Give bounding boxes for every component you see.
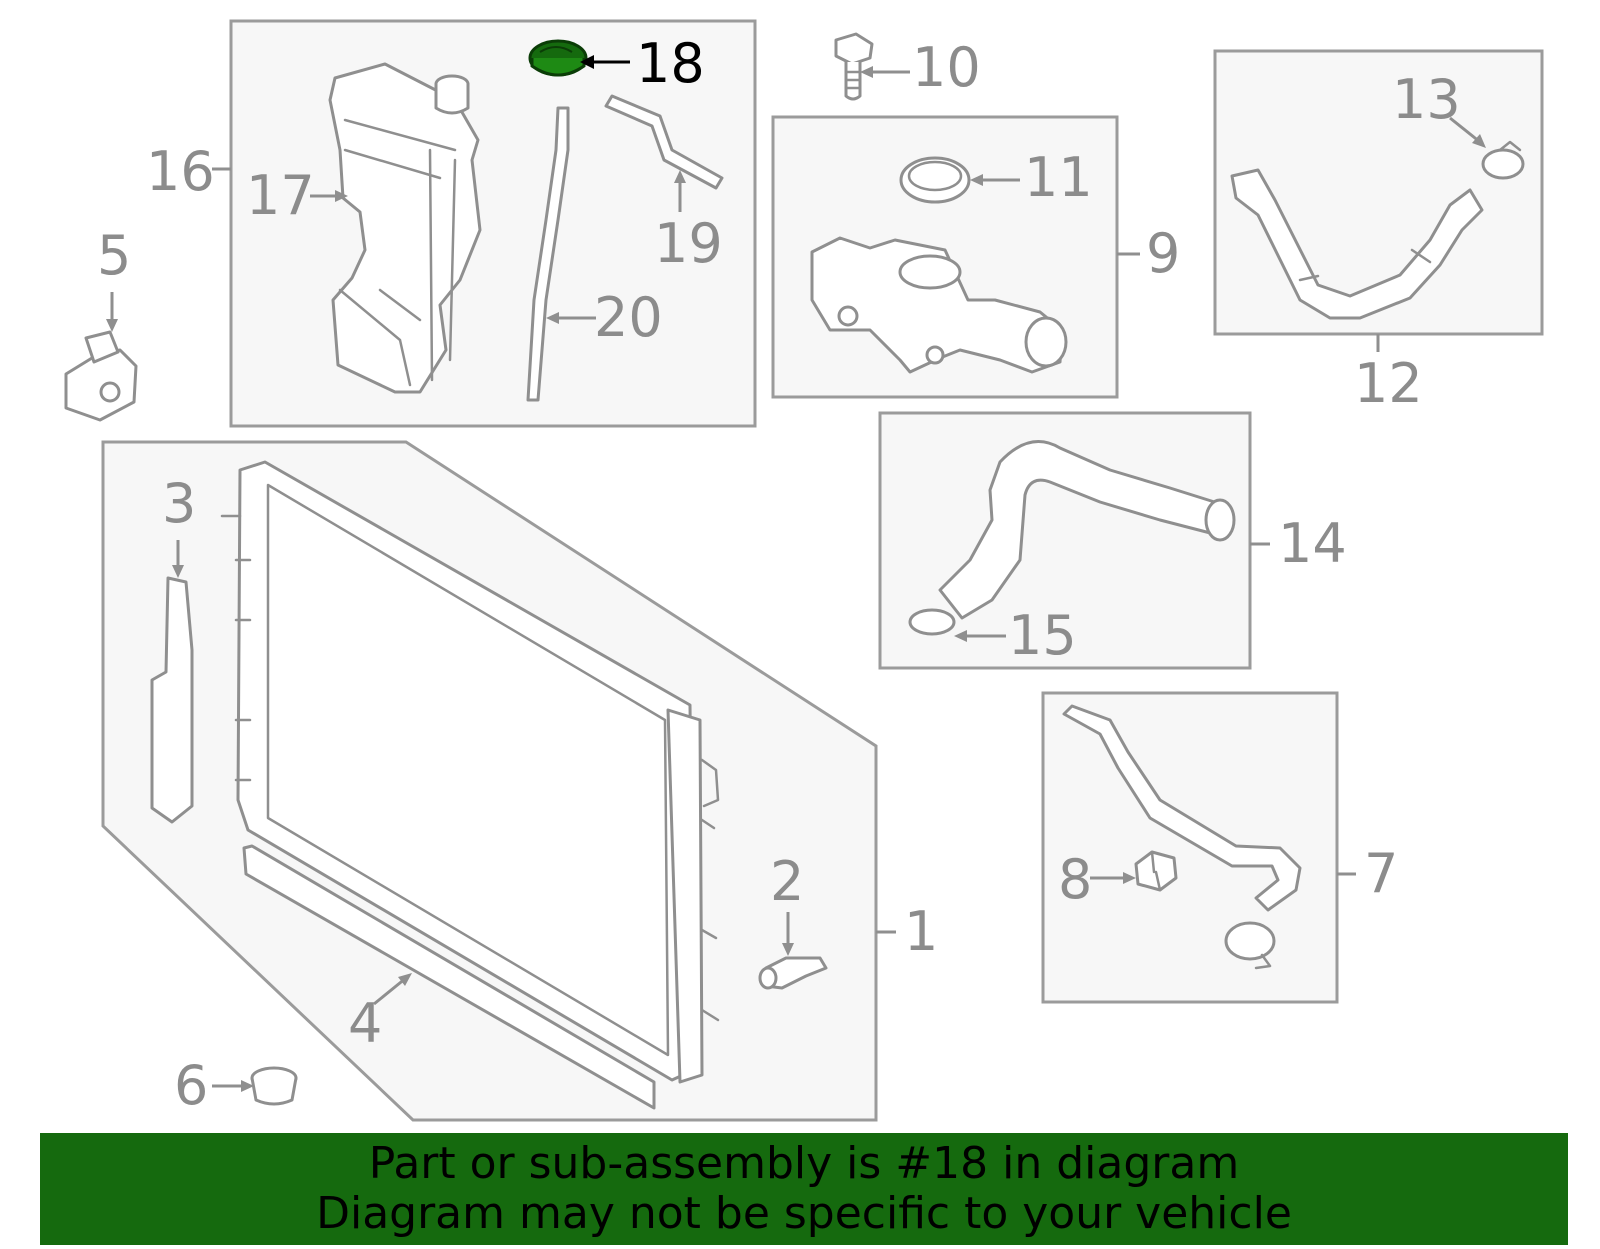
callout-13: 13: [1392, 68, 1461, 131]
callout-19: 19: [654, 212, 723, 275]
callout-1: 1: [904, 900, 938, 963]
connector-8: [1134, 850, 1178, 892]
callout-9: 9: [1146, 222, 1180, 285]
callout-8: 8: [1058, 848, 1092, 911]
reservoir-cap[interactable]: [528, 39, 588, 77]
callout-4: 4: [348, 992, 382, 1055]
callout-7: 7: [1364, 842, 1398, 905]
box-reservoir-group: [229, 19, 757, 428]
banner-line-2: Diagram may not be specific to your vehi…: [316, 1188, 1292, 1239]
callout-6: 6: [174, 1054, 208, 1117]
callout-5: 5: [97, 224, 131, 287]
callout-16: 16: [146, 140, 215, 203]
drain-plug-2: [758, 956, 828, 990]
coolant-reservoir: [328, 62, 482, 394]
bolt-10: [834, 32, 874, 101]
hose-12: [1230, 168, 1484, 320]
leader-lines: [106, 55, 1486, 1092]
box-hose-7-group: [1041, 691, 1339, 1004]
callout-15: 15: [1008, 604, 1077, 667]
banner-line-1: Part or sub-assembly is #18 in diagram: [368, 1138, 1240, 1189]
hose-7: [1062, 704, 1302, 912]
callout-17: 17: [246, 164, 315, 227]
callout-10: 10: [912, 36, 981, 99]
seal-strip-4: [242, 844, 656, 1110]
callout-14: 14: [1278, 512, 1347, 575]
info-banner: Part or sub-assembly is #18 in diagram D…: [40, 1133, 1568, 1245]
gasket-11: [899, 156, 971, 204]
hose-clamp-15: [908, 608, 956, 636]
callout-20: 20: [594, 286, 663, 349]
bracket-5: [64, 330, 138, 422]
callout-12: 12: [1354, 352, 1423, 415]
callout-18[interactable]: 18: [636, 32, 705, 95]
callout-11: 11: [1024, 146, 1093, 209]
thermostat-housing: [810, 236, 1068, 374]
callout-3: 3: [162, 472, 196, 535]
radiator: [220, 460, 720, 1084]
callout-2: 2: [770, 850, 804, 913]
vent-hose-20: [526, 106, 570, 402]
overflow-hose-19: [604, 94, 724, 190]
grommet-6: [250, 1066, 298, 1106]
hose-clamp-13: [1481, 140, 1525, 180]
seal-3: [150, 576, 194, 824]
hose-clamp-7: [1224, 921, 1276, 970]
hose-14: [938, 440, 1236, 620]
